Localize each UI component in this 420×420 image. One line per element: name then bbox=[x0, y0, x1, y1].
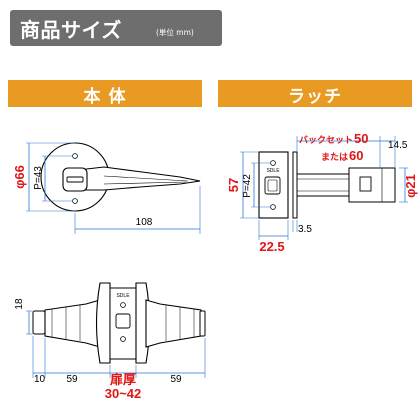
dim-lever-length: 108 bbox=[136, 217, 153, 228]
section-latch-header: ラッチ bbox=[218, 80, 412, 107]
side-plate-mark: SDLE bbox=[116, 293, 130, 299]
latch-front-flange bbox=[292, 151, 298, 219]
rose-screw-top bbox=[72, 153, 78, 159]
side-screw-top bbox=[120, 302, 126, 308]
dim-latch-width: 22.5 bbox=[259, 239, 284, 254]
door-thickness-range: 30~42 bbox=[105, 386, 142, 401]
right-knob-cap bbox=[199, 310, 206, 337]
latch-tube bbox=[296, 173, 350, 197]
size-header-title: 商品サイズ bbox=[20, 18, 122, 42]
dim-body-pitch: P=43 bbox=[33, 166, 44, 190]
dim-face-depth: 14.5 bbox=[388, 140, 408, 151]
backset-label: バックセット bbox=[299, 135, 353, 145]
unit-note: (単位 mm) bbox=[156, 28, 194, 37]
door-thickness-label: 扉厚 bbox=[110, 372, 136, 387]
section-body-header: 本 体 bbox=[8, 80, 202, 107]
side-view: SDLE 18 10 59 bbox=[14, 282, 206, 401]
latch-view: SDLE bbox=[226, 131, 418, 254]
dim-latch-height: 57 bbox=[226, 178, 241, 192]
backset-or-label: または bbox=[321, 152, 348, 162]
dim-knob-height: 18 bbox=[14, 298, 25, 310]
size-header: 商品サイズ (単位 mm) bbox=[10, 10, 222, 46]
side-screw-bottom bbox=[120, 336, 126, 342]
section-body-label: 本 体 bbox=[83, 87, 127, 107]
side-spindle-hole bbox=[115, 313, 131, 329]
latch-screw-bottom bbox=[270, 204, 276, 210]
dim-diameter: φ66 bbox=[12, 165, 27, 189]
latch-plate-mark: SDLE bbox=[266, 168, 280, 174]
latch-bolt-tongue bbox=[267, 179, 278, 192]
left-knob-tip bbox=[32, 310, 46, 335]
section-latch-label: ラッチ bbox=[288, 87, 342, 107]
body-front-view: φ66 P=43 108 bbox=[12, 142, 201, 234]
latch-case bbox=[348, 167, 396, 203]
latch-screw-top bbox=[270, 160, 276, 166]
thumb-turn bbox=[66, 176, 84, 183]
left-knob-body bbox=[44, 299, 101, 348]
latch-follower bbox=[359, 176, 372, 192]
dim-left-length: 59 bbox=[66, 374, 78, 385]
lever-handle bbox=[77, 166, 201, 191]
left-rose bbox=[95, 282, 111, 364]
dim-right-length: 59 bbox=[170, 374, 182, 385]
backset-or-value: 60 bbox=[349, 148, 363, 163]
rose-screw-bottom bbox=[72, 198, 78, 204]
dim-left-offset: 10 bbox=[34, 374, 46, 385]
dim-bolt-diameter: φ21 bbox=[403, 174, 418, 198]
backset-value: 50 bbox=[354, 131, 368, 146]
dim-face-thickness: 3.5 bbox=[298, 224, 312, 235]
dim-latch-pitch: P=42 bbox=[242, 174, 253, 198]
right-knob-body bbox=[145, 299, 202, 348]
